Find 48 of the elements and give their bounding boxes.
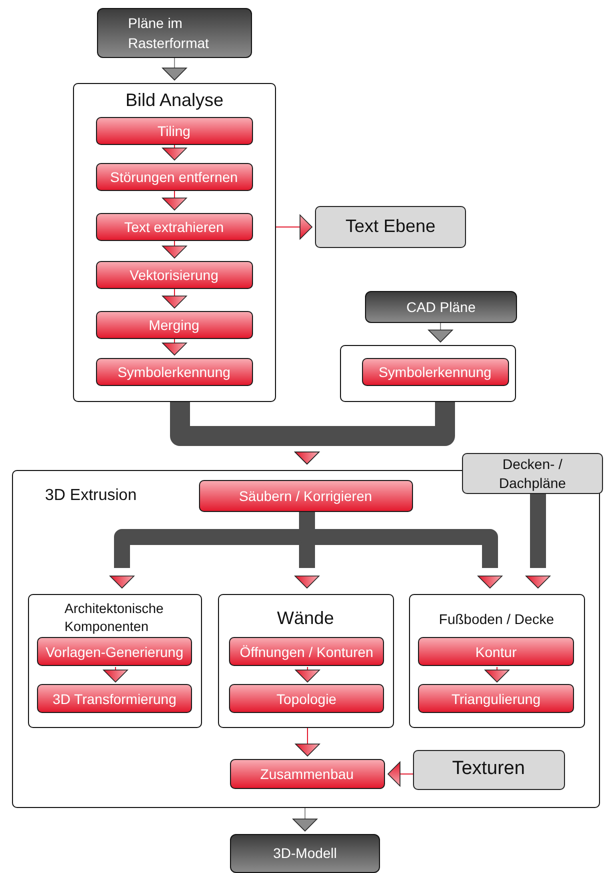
data-box: Decken- / Dachpläne xyxy=(462,453,603,494)
process-box: Merging xyxy=(96,310,252,338)
process-box: Zusammenbau xyxy=(230,758,384,788)
arrow xyxy=(162,338,187,356)
arrow xyxy=(162,144,187,160)
process-box: Tiling xyxy=(96,116,252,144)
arrow xyxy=(295,666,320,682)
group-box xyxy=(218,594,394,728)
process-box: Störungen entfernen xyxy=(96,162,252,190)
input-box: CAD Pläne xyxy=(365,291,517,323)
arrow xyxy=(295,728,320,756)
connector-arrow xyxy=(294,402,455,464)
group-box xyxy=(408,594,584,728)
group-title: Wände xyxy=(276,608,336,628)
input-box: Pläne im Rasterformat xyxy=(97,8,252,58)
arrow xyxy=(162,58,187,80)
arrow xyxy=(162,288,187,308)
process-box: Vorlagen-Generierung xyxy=(37,637,192,666)
group-box xyxy=(12,470,600,808)
process-box: Kontur xyxy=(418,637,574,666)
process-box: Triangulierung xyxy=(418,684,574,713)
process-box: Symbolerkennung xyxy=(362,358,508,386)
process-box: Text extrahieren xyxy=(96,212,252,240)
arrow xyxy=(162,240,187,258)
arrow xyxy=(162,190,187,210)
arrow xyxy=(428,322,453,342)
process-box: Öffnungen / Konturen xyxy=(229,637,384,666)
arrow xyxy=(103,666,128,682)
group-title: Fußboden / Decke xyxy=(438,610,556,626)
input-box: 3D-Modell xyxy=(230,834,380,873)
process-box: Symbolerkennung xyxy=(96,358,252,386)
process-box: Topologie xyxy=(229,684,384,713)
process-box: 3D Transformierung xyxy=(37,684,192,713)
group-box xyxy=(340,345,516,402)
connector-arrow xyxy=(526,494,550,588)
data-box: Texturen xyxy=(412,750,564,790)
group-title: Bild Analyse xyxy=(124,90,225,111)
process-box: Vektorisierung xyxy=(96,260,252,288)
data-box: Text Ebene xyxy=(315,206,466,248)
group-title: 3D Extrusion xyxy=(45,487,137,505)
arrow xyxy=(388,762,414,786)
process-box: Säubern / Korrigieren xyxy=(198,480,412,512)
group-box xyxy=(73,83,276,402)
group-box xyxy=(28,594,202,728)
arrow xyxy=(276,214,312,240)
arrow xyxy=(484,666,510,682)
arrow xyxy=(292,808,318,832)
group-title: Architektonische Komponenten xyxy=(64,600,165,636)
